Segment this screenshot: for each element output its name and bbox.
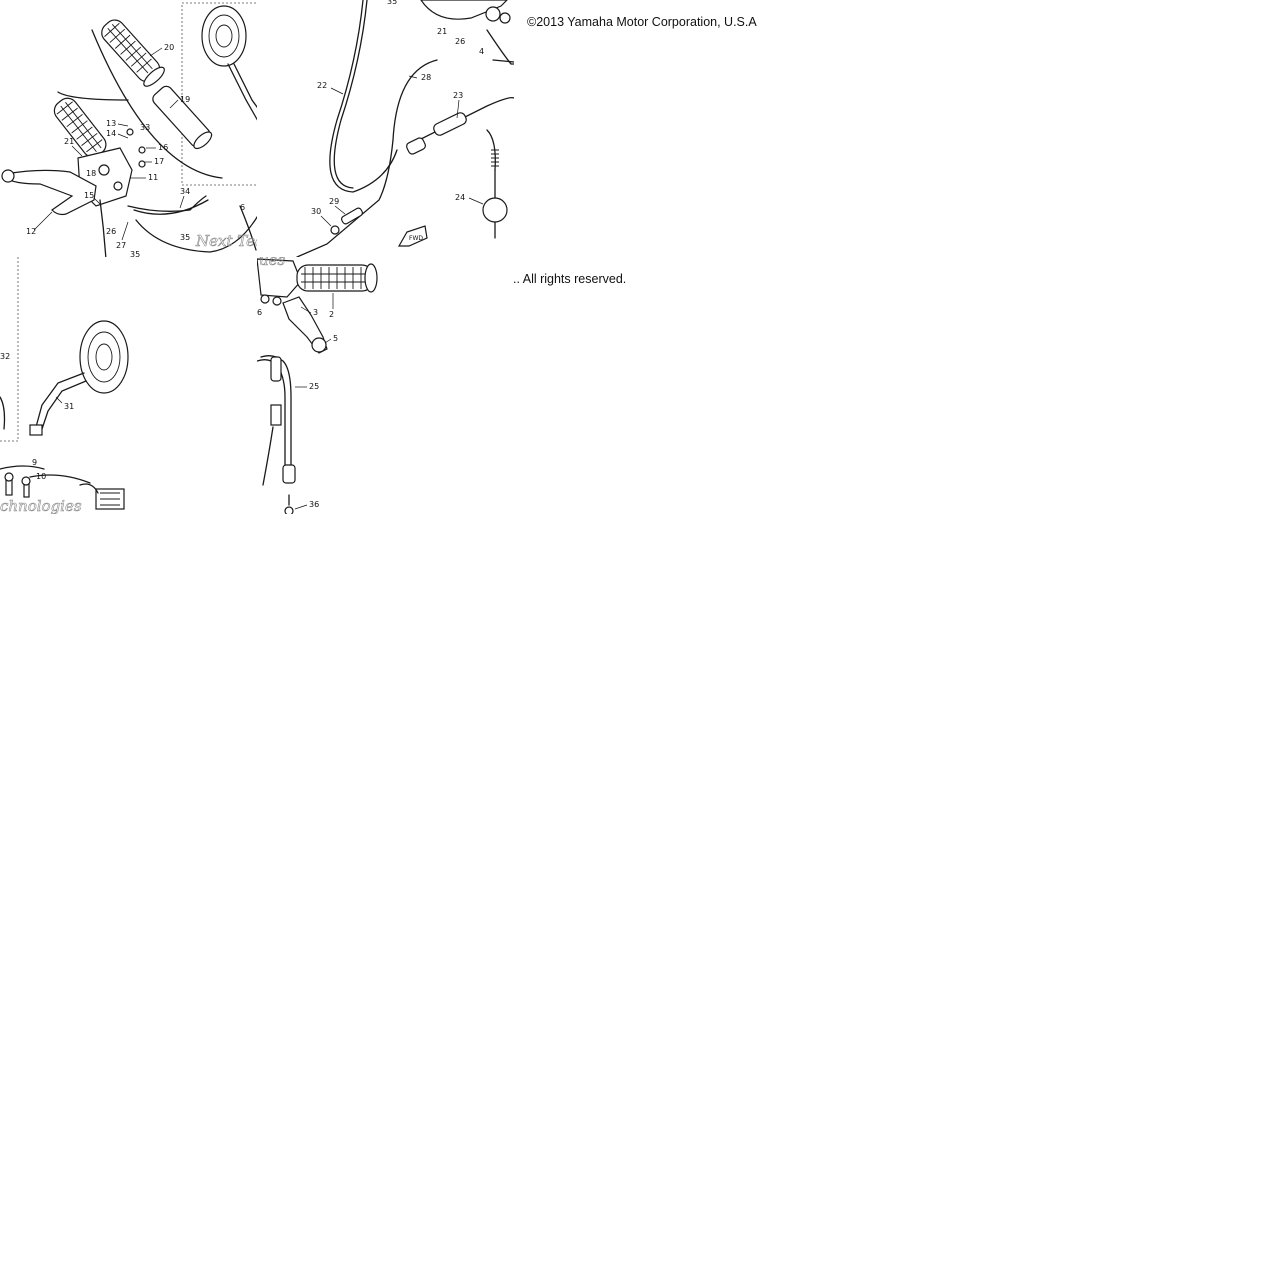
svg-text:36: 36 (309, 500, 319, 509)
cable-23 (406, 97, 514, 147)
forward-arrow-icon: FWD (397, 225, 428, 247)
callout-labels-d: 6 3 2 5 25 36 (257, 293, 338, 510)
cable-22 (329, 0, 398, 193)
svg-text:35: 35 (180, 233, 190, 242)
svg-text:29: 29 (329, 197, 339, 206)
svg-text:13: 13 (106, 119, 116, 128)
fastener-group (0, 465, 125, 510)
svg-text:19: 19 (180, 95, 190, 104)
svg-text:15: 15 (84, 191, 94, 200)
svg-text:35: 35 (387, 0, 397, 6)
diagram-tile-bottom-middle: 6 3 2 5 25 36 ues (257, 257, 514, 514)
svg-text:24: 24 (455, 193, 465, 202)
cables-drawing: FWD 35 21 26 4 22 28 23 29 24 30 (296, 0, 514, 257)
svg-text:23: 23 (453, 91, 463, 100)
svg-text:6: 6 (257, 308, 262, 317)
mirror-right (201, 5, 257, 121)
mirror-left-drawing: 32 31 9 10 chnologies (0, 257, 129, 514)
svg-text:25: 25 (309, 382, 319, 391)
grip-upper (101, 19, 165, 87)
svg-text:2: 2 (329, 310, 334, 319)
svg-text:12: 12 (26, 227, 36, 236)
cable-28 (296, 59, 438, 257)
diagram-tile-top-left: 20 19 13 33 14 16 21 17 18 11 15 34 12 2… (0, 0, 257, 257)
grip-right (296, 263, 378, 293)
diagram-tile-bottom-left: 32 31 9 10 chnologies (0, 257, 257, 514)
watermark-text: Next Tec (195, 232, 257, 250)
grip-left (53, 97, 107, 158)
handlebar-right-drawing: 6 3 2 5 25 36 ues (257, 257, 378, 514)
callout-labels-c: 32 31 9 10 (0, 352, 74, 481)
svg-text:16: 16 (158, 143, 168, 152)
svg-text:21: 21 (64, 137, 74, 146)
svg-text:27: 27 (116, 241, 126, 250)
cable-25 (260, 355, 292, 480)
svg-text:31: 31 (64, 402, 74, 411)
svg-text:20: 20 (164, 43, 174, 52)
diagram-tile-top-middle: FWD 35 21 26 4 22 28 23 29 24 30 (257, 0, 514, 257)
svg-text:17: 17 (154, 157, 164, 166)
choke-knob (482, 197, 508, 223)
cable-left (99, 199, 107, 257)
throttle-sleeve (152, 85, 213, 150)
mirror-left (0, 320, 129, 436)
clutch-lever (5, 169, 97, 216)
svg-text:3: 3 (313, 308, 318, 317)
rights-reserved-text: .. All rights reserved. (513, 272, 627, 286)
callout-labels-b: 35 21 26 4 22 28 23 29 24 30 (311, 0, 484, 227)
svg-text:30: 30 (311, 207, 321, 216)
svg-text:26: 26 (455, 37, 465, 46)
svg-text:11: 11 (148, 173, 158, 182)
svg-text:10: 10 (36, 472, 46, 481)
svg-text:28: 28 (421, 73, 431, 82)
svg-text:22: 22 (317, 81, 327, 90)
callout-labels-a: 20 19 13 33 14 16 21 17 18 11 15 34 12 2… (26, 43, 245, 257)
svg-text:14: 14 (106, 129, 116, 138)
watermark-text-lower: chnologies (0, 497, 82, 514)
outline-curve (91, 29, 223, 179)
svg-text:32: 32 (0, 352, 10, 361)
svg-text:18: 18 (86, 169, 96, 178)
svg-text:21: 21 (437, 27, 447, 36)
svg-text:5: 5 (333, 334, 338, 343)
mirror-inset-box-left (0, 257, 19, 442)
svg-text:9: 9 (32, 458, 37, 467)
mirror-inset-box (181, 2, 257, 186)
watermark-text-mid: ues (259, 257, 286, 269)
svg-text:35: 35 (130, 250, 140, 257)
svg-text:33: 33 (140, 123, 150, 132)
handlebar-left-drawing: 20 19 13 33 14 16 21 17 18 11 15 34 12 2… (1, 2, 257, 257)
copyright-text: ©2013 Yamaha Motor Corporation, U.S.A (527, 15, 757, 29)
svg-text:FWD: FWD (409, 235, 423, 242)
svg-text:6: 6 (240, 203, 245, 212)
svg-text:34: 34 (180, 187, 190, 196)
svg-text:4: 4 (479, 47, 484, 56)
svg-text:26: 26 (106, 227, 116, 236)
